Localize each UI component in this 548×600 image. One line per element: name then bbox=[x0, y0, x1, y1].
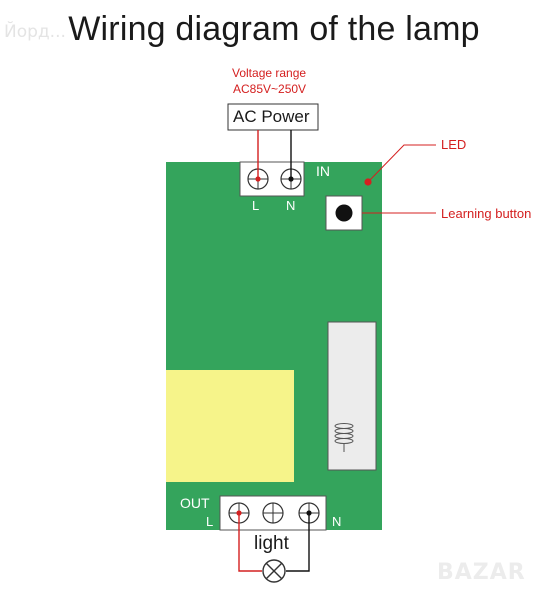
antenna-coil-icon bbox=[334, 423, 354, 452]
light-live-wire bbox=[238, 513, 262, 572]
screw-terminal-icon bbox=[262, 502, 284, 524]
voltage-value-label: AC85V~250V bbox=[233, 82, 307, 96]
light-neutral-wire bbox=[286, 513, 310, 572]
out-label: OUT bbox=[180, 495, 210, 511]
antenna-module bbox=[327, 321, 377, 471]
ac-power-box bbox=[227, 103, 319, 131]
ac-power-label: AC Power bbox=[233, 107, 310, 126]
out-terminal-block bbox=[219, 495, 327, 531]
diagram-title: Wiring diagram of the lamp bbox=[68, 10, 480, 48]
in-terminal-block bbox=[239, 161, 305, 197]
in-terminal-n-label: N bbox=[286, 198, 296, 213]
led-callout-line bbox=[367, 144, 436, 183]
in-terminal-l-label: L bbox=[252, 198, 260, 213]
led-callout-label: LED bbox=[441, 137, 467, 152]
out-terminal-l-label: L bbox=[206, 514, 214, 529]
learning-button-callout-label: Learning button bbox=[441, 206, 532, 221]
out-terminal-n-label: N bbox=[332, 514, 342, 529]
yellow-component-pad bbox=[166, 370, 294, 482]
push-button-icon bbox=[325, 195, 363, 231]
lamp-icon bbox=[262, 559, 286, 583]
in-label: IN bbox=[316, 163, 330, 179]
watermark-bottom: BAZAR bbox=[437, 560, 526, 585]
watermark-top: Йорд... bbox=[4, 22, 66, 42]
voltage-range-label: Voltage range bbox=[232, 66, 307, 80]
light-label: light bbox=[254, 533, 289, 554]
